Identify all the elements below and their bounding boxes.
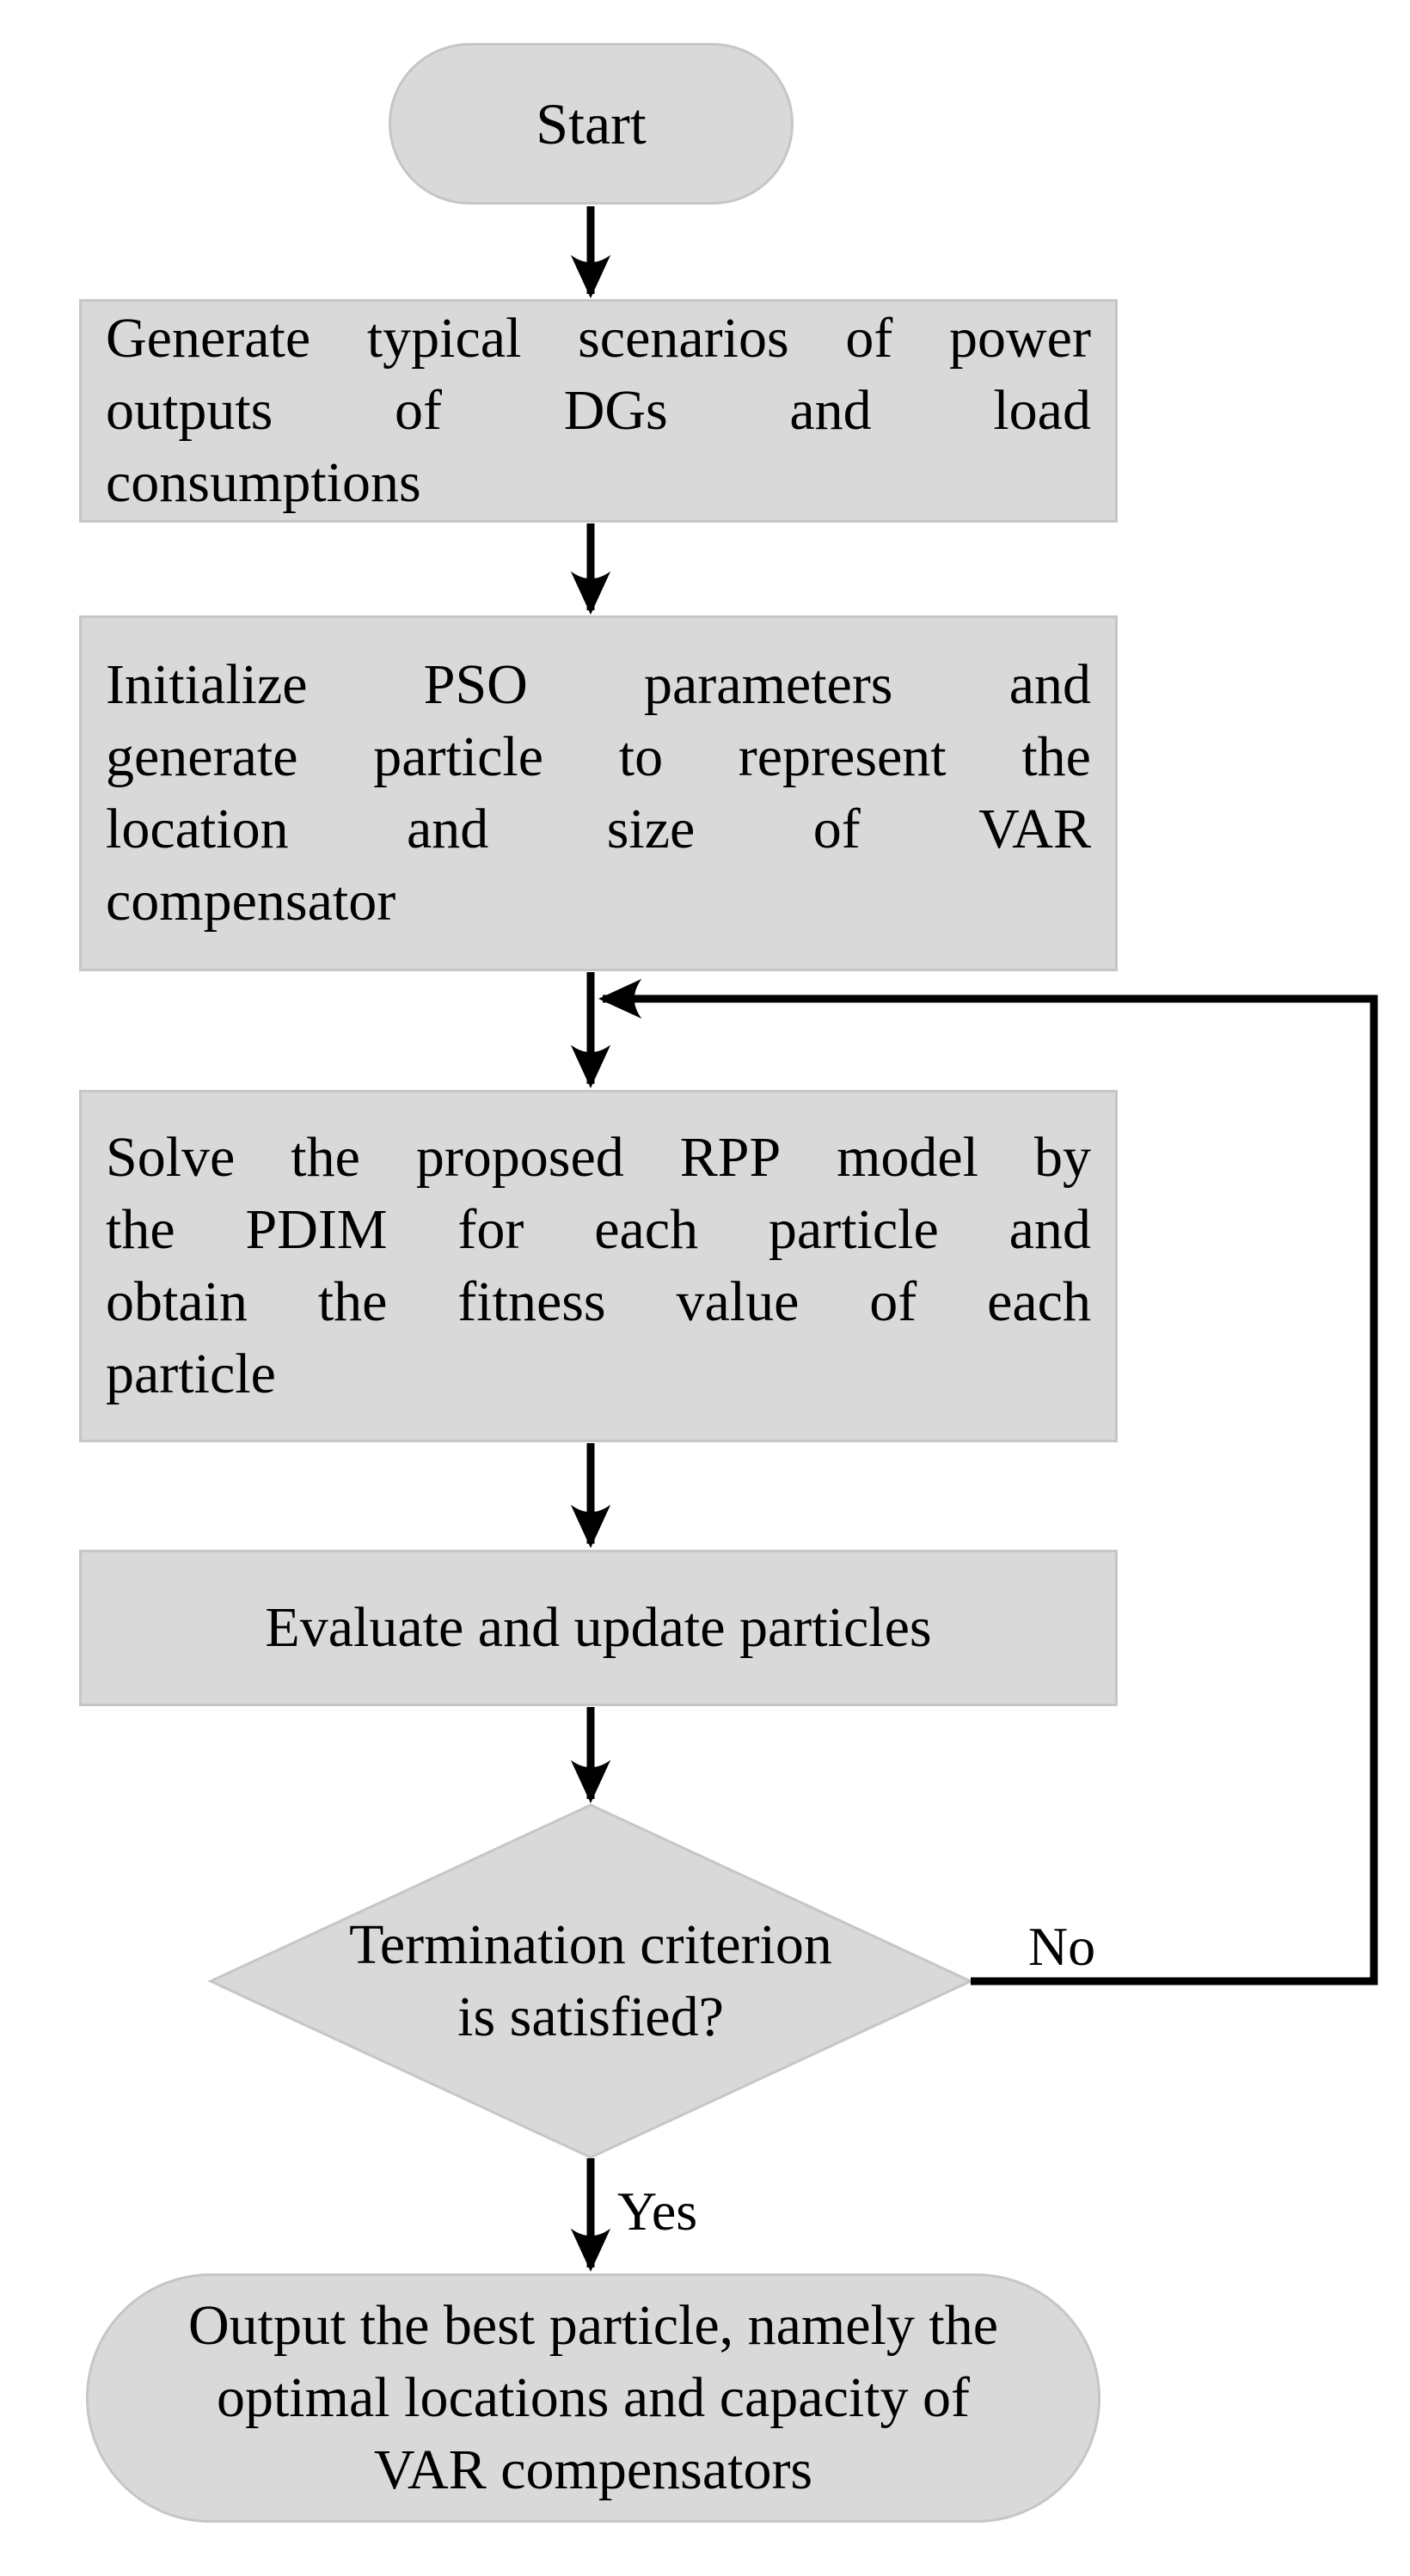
output-node: Output the best particle, namely the opti… [86,2273,1100,2523]
text-line: Output the best particle, namely the [187,2294,999,2357]
text-line: optimal locations and capacity of [216,2366,971,2429]
process-evaluate-update: Evaluate and update particles [79,1550,1118,1706]
text-line: particle [106,1343,276,1405]
edge-label-yes: Yes [617,2181,698,2242]
text-line: is satisfied? [457,1986,724,2048]
text-line: consumptions [106,451,421,514]
text-line: Evaluate and update particles [265,1596,932,1659]
start-label: Start [536,90,647,156]
text-line: compensator [106,870,396,933]
start-node: Start [389,43,794,205]
decision-termination-text: Termination criterion is satisfied? [247,1909,935,2053]
text-line: Termination criterion [349,1913,832,1976]
text-line: VAR compensators [373,2438,813,2501]
edge-label-no: No [1027,1916,1096,1977]
